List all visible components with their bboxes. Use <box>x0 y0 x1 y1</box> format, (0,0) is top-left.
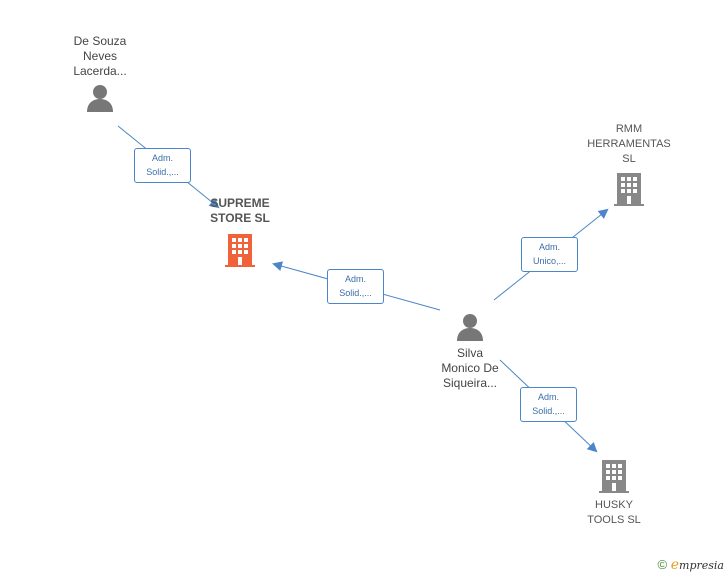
edge-role-detail: Solid.,... <box>146 167 179 177</box>
node-husky-tools[interactable]: HUSKY TOOLS SL <box>564 458 664 528</box>
edge-role: Adm. <box>538 242 560 252</box>
brand-rest: mpresia <box>679 559 724 572</box>
node-label-rmm-herramentas: RMM HERRAMENTAS SL <box>587 123 671 165</box>
node-rmm-herramentas[interactable]: RMM HERRAMENTAS SL <box>574 122 684 207</box>
node-supreme-store[interactable]: SUPREME STORE SL <box>190 196 290 268</box>
person-icon <box>457 314 483 341</box>
node-label-de-souza: De Souza Neves Lacerda... <box>73 34 127 78</box>
node-silva[interactable]: Silva Monico De Siqueira... <box>420 312 520 391</box>
edge-role-detail: Solid.,... <box>339 288 372 298</box>
edge-label-silva-supreme[interactable]: Adm. Solid.,... <box>327 269 384 304</box>
edge-label-silva-rmm[interactable]: Adm. Unico,... <box>521 237 578 272</box>
node-label-supreme-store: SUPREME STORE SL <box>210 196 270 225</box>
edge-role: Adm. <box>537 392 559 402</box>
node-label-silva: Silva Monico De Siqueira... <box>441 346 499 390</box>
edge-label-desouza-supreme[interactable]: Adm. Solid.,... <box>134 148 191 183</box>
edge-role-detail: Unico,... <box>532 256 566 266</box>
person-icon <box>87 85 113 112</box>
copyright-icon: © <box>657 557 668 572</box>
brand-initial: e <box>670 557 680 573</box>
building-icon <box>225 234 255 267</box>
edge-role: Adm. <box>151 153 173 163</box>
node-label-husky-tools: HUSKY TOOLS SL <box>587 499 641 526</box>
empresia-logo[interactable]: © empresia <box>658 557 724 573</box>
edge-role: Adm. <box>344 274 366 284</box>
building-icon <box>614 173 644 206</box>
building-icon <box>599 460 629 493</box>
edge-label-silva-husky[interactable]: Adm. Solid.,... <box>520 387 577 422</box>
node-de-souza[interactable]: De Souza Neves Lacerda... <box>50 34 150 113</box>
edge-role-detail: Solid.,... <box>532 406 565 416</box>
brand-name: empresia <box>670 557 724 573</box>
